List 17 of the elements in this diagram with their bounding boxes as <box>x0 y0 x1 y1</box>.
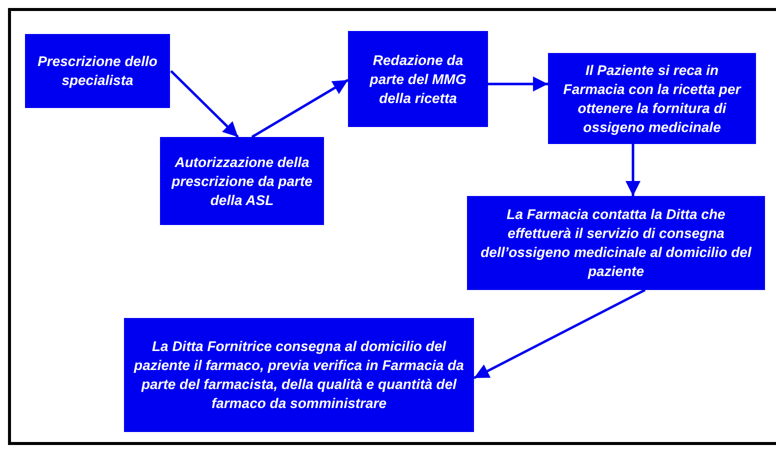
box-text: Autorizzazione della prescrizione da parte della ASL <box>170 152 314 210</box>
arrow <box>251 78 349 138</box>
box-text: Prescrizione dello specialista <box>36 52 158 90</box>
arrow <box>170 70 239 138</box>
process-box <box>467 196 765 290</box>
process-box <box>160 137 324 225</box>
process-box <box>124 318 474 432</box>
arrow <box>488 76 548 92</box>
process-box <box>548 53 756 144</box>
arrow <box>473 288 646 380</box>
box-text: La Ditta Fornitrice consegna al domicilio del paziente il farmaco, previa verifica in Farmacia da parte del farmacista, della qualità e quantità del farmaco da somministrare <box>132 337 465 413</box>
box-text: Il Paziente si reca in Farmacia con la ricetta per ottenere la fornitura di ossigeno medicinale <box>562 60 742 136</box>
process-box <box>25 34 170 108</box>
arrow <box>626 144 640 196</box>
box-text: La Farmacia contatta la Ditta che effettuerà il servizio di consegna dell’ossigeno medicinale al domicilio del paziente <box>480 205 752 281</box>
box-text: Redazione da parte del MMG della ricetta <box>368 50 468 108</box>
process-box <box>348 31 488 127</box>
